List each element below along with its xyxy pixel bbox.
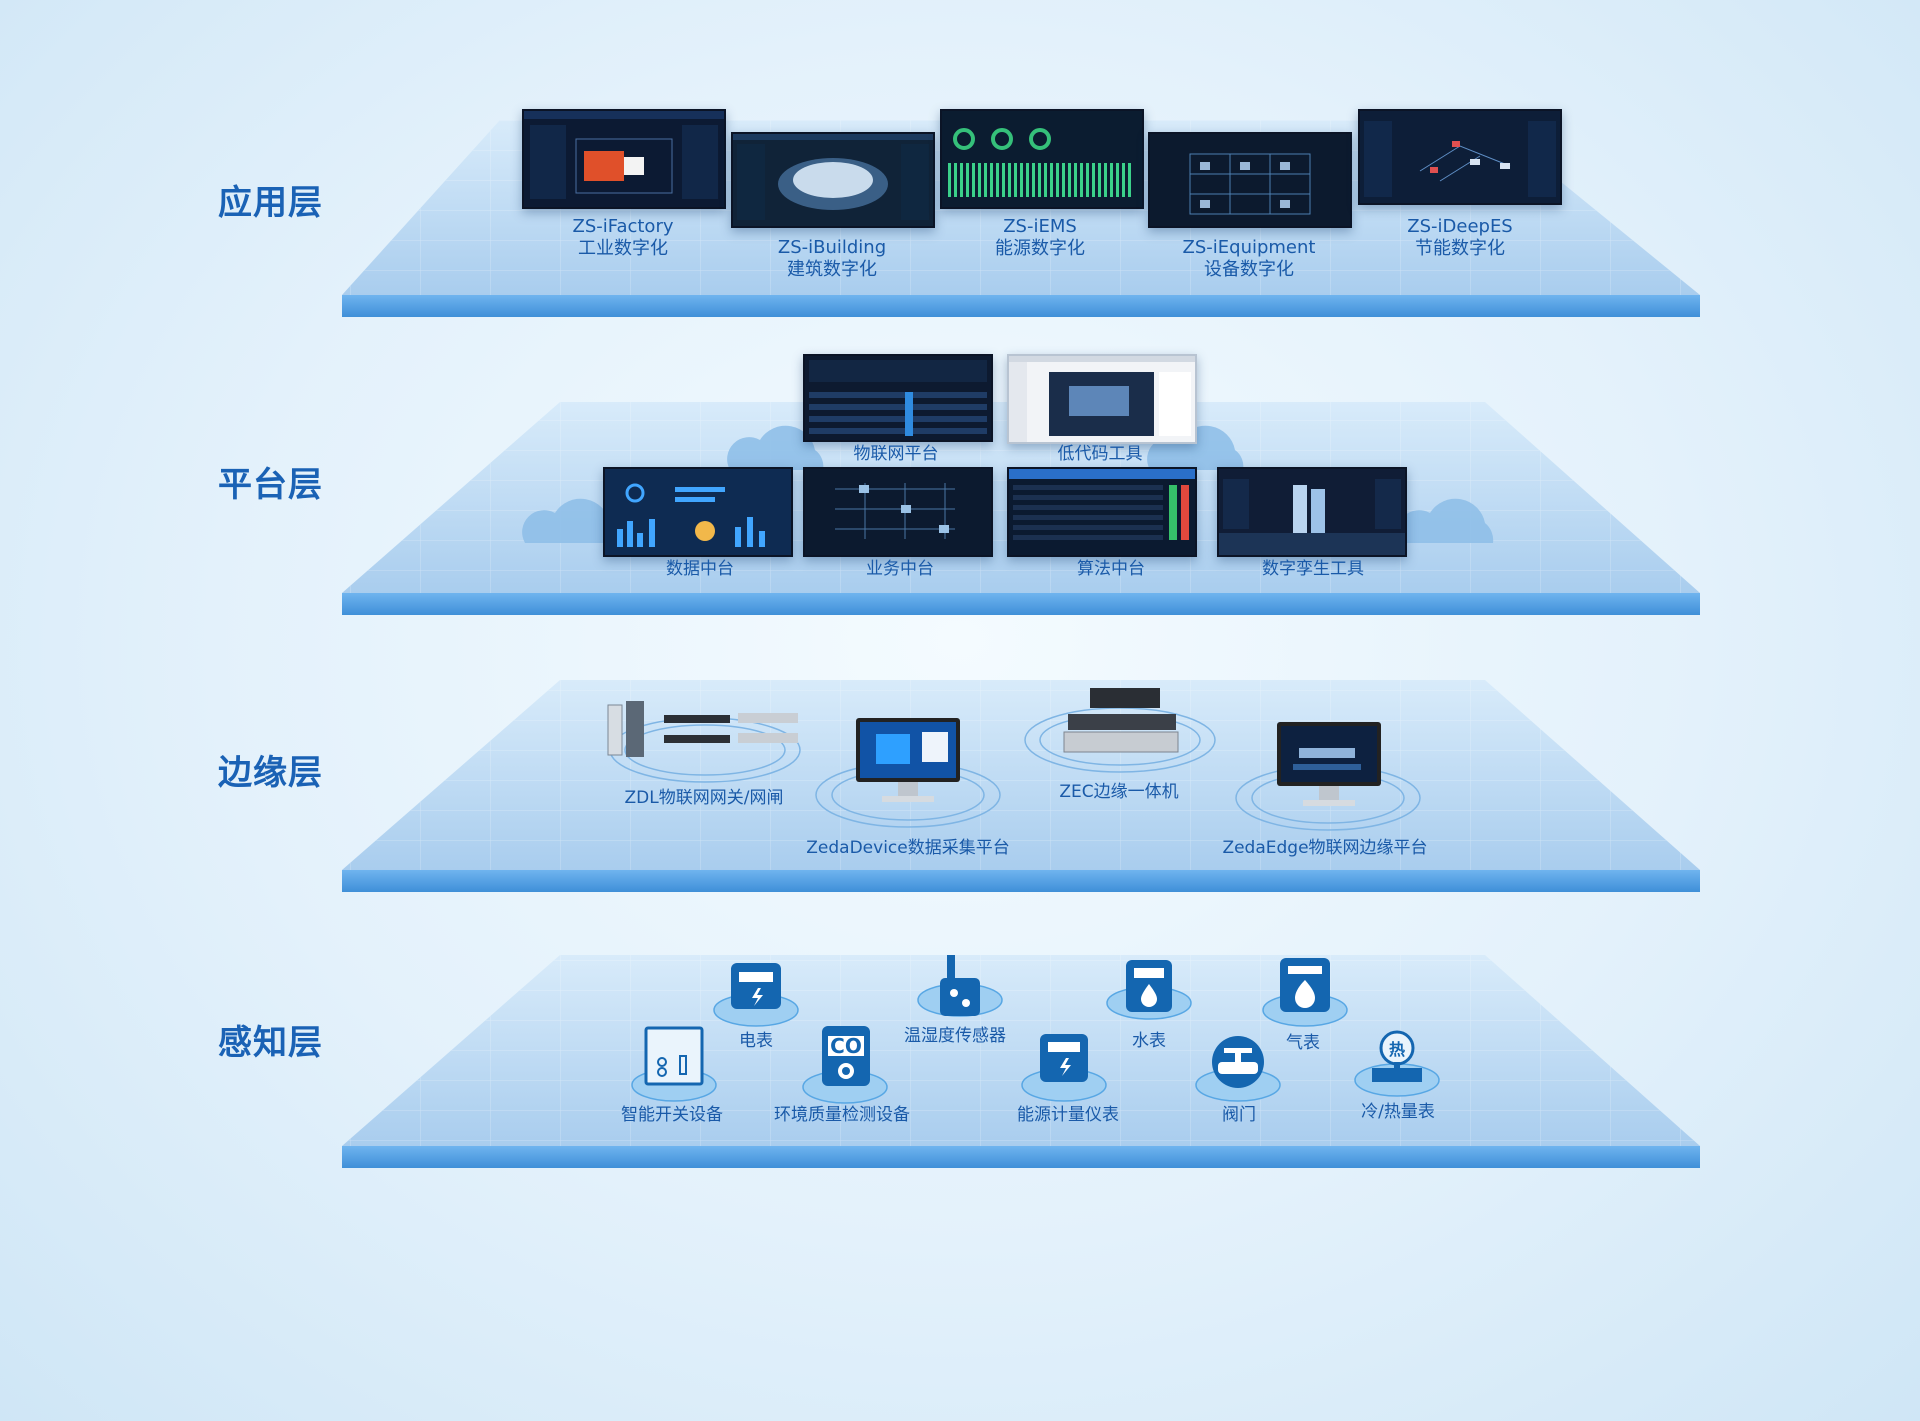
iot-platform-label: 物联网平台: [853, 444, 939, 464]
smart-switch-label: 智能开关设备: [621, 1105, 723, 1125]
iot-platform-screenshot: [803, 354, 993, 442]
business-middle-platform-label: 业务中台: [866, 559, 934, 579]
data-middle-platform-screenshot: [603, 467, 793, 557]
edge-box-label: ZEC边缘一体机: [1059, 782, 1179, 802]
water-meter-label: 水表: [1132, 1031, 1166, 1051]
low-code-screenshot: [1007, 354, 1197, 444]
electric-meter-label: 电表: [739, 1031, 773, 1051]
ideepes-screenshot: [1358, 109, 1562, 205]
edge-plate: [342, 680, 1700, 892]
edge-layer-title: 边缘层: [218, 753, 323, 793]
iequipment-screenshot: [1148, 132, 1352, 228]
iems-screenshot: [940, 109, 1144, 209]
edge-platform-label: ZedaEdge物联网边缘平台: [1222, 838, 1428, 858]
valve-label: 阀门: [1222, 1105, 1256, 1125]
data-collection-label: ZedaDevice数据采集平台: [806, 838, 1010, 858]
environment-quality-label: 环境质量检测设备: [774, 1105, 910, 1125]
edge-platform-monitor-icon: [1277, 722, 1381, 806]
ibuilding-screenshot: [731, 132, 935, 228]
temperature-humidity-sensor-label: 温湿度传感器: [904, 1026, 1006, 1046]
data-middle-platform-label: 数据中台: [666, 559, 734, 579]
business-middle-platform-screenshot: [803, 467, 993, 557]
energy-meter-label: 能源计量仪表: [1017, 1105, 1119, 1125]
digital-twin-screenshot: [1217, 467, 1407, 557]
digital-twin-label: 数字孪生工具: [1262, 559, 1364, 579]
algorithm-middle-platform-label: 算法中台: [1077, 559, 1145, 579]
gas-meter-label: 气表: [1286, 1033, 1320, 1053]
algorithm-middle-platform-screenshot: [1007, 467, 1197, 557]
ifactory-screenshot: [522, 109, 726, 209]
platform-layer-title: 平台层: [218, 465, 323, 505]
gateway-label: ZDL物联网网关/网闸: [624, 788, 784, 808]
heat-meter-label: 冷/热量表: [1361, 1102, 1435, 1122]
cloud-decorations: [522, 425, 1494, 543]
perception-layer-title: 感知层: [218, 1023, 323, 1063]
application-layer-title: 应用层: [218, 183, 323, 223]
low-code-label: 低代码工具: [1057, 444, 1143, 464]
edge-box-computer-icon: [1063, 688, 1179, 753]
data-collection-monitor-icon: [856, 718, 960, 802]
perception-plate: [342, 955, 1700, 1168]
gateway-devices-icon: [607, 701, 798, 757]
